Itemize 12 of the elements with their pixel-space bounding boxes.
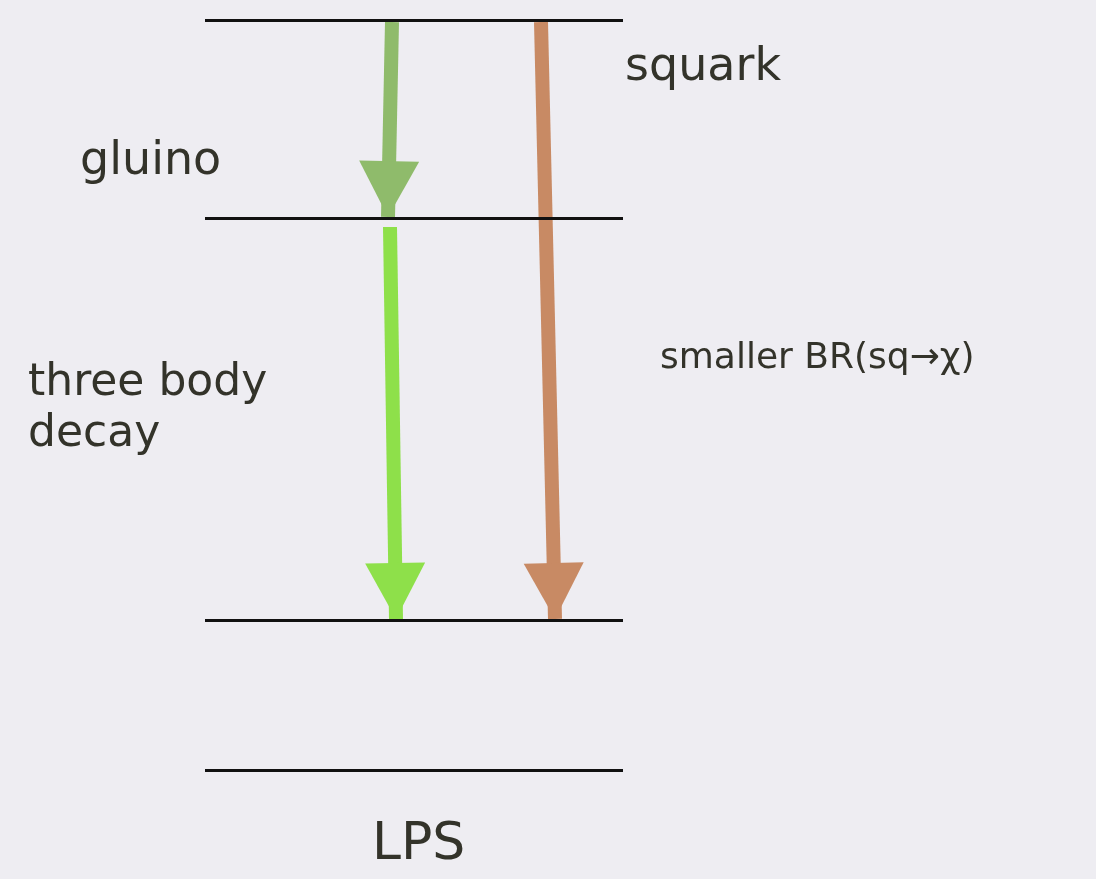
level-label: squark xyxy=(625,38,782,91)
energy-level-line xyxy=(205,19,623,22)
energy-level-line xyxy=(205,619,623,622)
level-label: gluino xyxy=(80,132,222,185)
annotation-text: three body decay xyxy=(28,355,269,457)
decay-arrow xyxy=(523,21,584,620)
energy-level-line xyxy=(205,769,623,772)
decay-arrow xyxy=(359,21,420,218)
energy-level-line xyxy=(205,217,623,220)
decay-arrow xyxy=(365,226,426,620)
level-label: LPS xyxy=(372,812,466,872)
annotation-text: smaller BR(sq→χ) xyxy=(660,335,975,377)
